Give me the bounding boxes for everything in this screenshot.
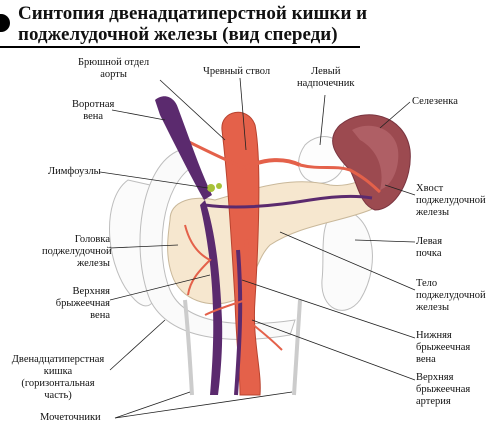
leader-lines (99, 77, 416, 419)
label-smv-line: Верхняя (72, 286, 110, 297)
spleen-highlight (352, 125, 399, 190)
portal-vein (155, 96, 212, 200)
label-left-kidney-line: Левая (416, 236, 443, 247)
splenic-vein (204, 194, 373, 209)
label-ureters: Мочеточники (40, 412, 101, 424)
duodenum (139, 149, 296, 340)
title-line-1: Синтопия двенадцатиперстной кишки и (18, 3, 368, 24)
label-left-adrenal-line: Левый (311, 66, 341, 77)
leader-celiac (239, 77, 247, 151)
label-left-kidney: Левая почка (416, 236, 442, 260)
label-spleen: Селезенка (412, 96, 458, 108)
leader-spleen (379, 101, 411, 129)
label-imv-line: Нижняя (416, 330, 452, 341)
label-abdominal-aorta-line: аорты (100, 69, 127, 80)
leader-body (279, 231, 416, 291)
superior-mesenteric-vein (200, 200, 223, 395)
leader-head (109, 244, 179, 249)
inferior-mesenteric-vein (234, 249, 243, 396)
label-duodenum-line: Двенадцатиперстная (11, 354, 105, 365)
label-pancreas-head-line: поджелудочной (42, 246, 112, 257)
label-sma-line: артерия (416, 396, 451, 407)
leader-sma (251, 319, 416, 381)
label-pancreas-body-line: железы (416, 302, 450, 313)
label-sma-line: брыжеечная (416, 384, 471, 395)
label-left-adrenal-line: надпочечник (297, 78, 355, 89)
label-imv-line: вена (416, 354, 436, 365)
label-pancreas-head-line: Головка (74, 234, 110, 245)
label-smv-line: вена (90, 310, 110, 321)
label-sma-line: Верхняя (416, 372, 454, 383)
label-portal-vein-line: вена (83, 111, 104, 122)
ureter-left (292, 299, 302, 396)
label-superior-mesenteric-artery: Верхняя брыжеечная артерия (416, 372, 470, 408)
label-pancreas-body-line: поджелудочной (416, 290, 486, 301)
leader-tail (384, 184, 416, 196)
label-pancreas-head-line: железы (76, 258, 110, 269)
label-duodenum-line: кишка (43, 366, 73, 377)
label-lymph-nodes-line: Лимфоузлы (48, 166, 101, 177)
sma-branch-1 (246, 319, 283, 351)
label-left-adrenal: Левый надпочечник (297, 66, 355, 90)
celiac-trunk (244, 158, 301, 170)
label-duodenum-line: часть) (44, 390, 72, 401)
left-kidney (321, 209, 373, 311)
label-pancreas-body-line: Тело (416, 278, 438, 289)
leader-duodenum (109, 319, 166, 371)
aorta (221, 111, 261, 396)
label-portal-vein-line: Воротная (72, 99, 115, 110)
superior-mesenteric-artery (244, 239, 250, 361)
label-lymph-nodes: Лимфоузлы (48, 166, 101, 178)
label-celiac-trunk-line: Чревный ствол (203, 66, 271, 77)
label-abdominal-aorta: Брюшной отдел аорты (78, 57, 149, 81)
sma-branch-2 (204, 299, 247, 316)
label-pancreas-head: Головка поджелудочной железы (42, 234, 112, 270)
lymph-node-1 (207, 184, 215, 192)
pancreaticoduodenal-artery (184, 224, 212, 296)
label-pancreas-tail: Хвост поджелудочной железы (416, 183, 486, 219)
leader-kidney (354, 239, 416, 243)
leader-portal (111, 109, 166, 121)
label-ureters-line: Мочеточники (40, 412, 101, 423)
leader-adrenal (319, 94, 326, 146)
label-left-kidney-line: почка (416, 248, 442, 259)
leader-smv (109, 274, 211, 301)
label-abdominal-aorta-line: Брюшной отдел (78, 57, 150, 68)
leader-ureter-2 (114, 391, 293, 419)
title-block: Синтопия двенадцатиперстной кишки и подж… (0, 0, 492, 50)
label-portal-vein: Воротная вена (72, 99, 114, 123)
label-duodenum: Двенадцатиперстная кишка (горизонтальная… (4, 354, 112, 402)
label-celiac-trunk: Чревный ствол (203, 66, 270, 78)
label-pancreas-tail-line: поджелудочной (416, 195, 486, 206)
lymph-node-2 (216, 183, 222, 189)
leader-lymph (99, 171, 209, 189)
label-superior-mesenteric-vein: Верхняя брыжеечная вена (42, 286, 110, 322)
ureter-right (183, 299, 194, 396)
title-line-2: поджелудочной железы (вид спереди) (18, 24, 338, 45)
label-smv-line: брыжеечная (55, 298, 110, 309)
leader-ureter-1 (114, 391, 191, 419)
label-inferior-mesenteric-vein: Нижняя брыжеечная вена (416, 330, 470, 366)
leader-aorta (159, 79, 226, 141)
label-pancreas-tail-line: Хвост (416, 183, 444, 194)
label-duodenum-line: (горизонтальная (21, 378, 95, 389)
leader-imv (241, 279, 416, 339)
splenic-artery (299, 163, 381, 194)
label-pancreas-tail-line: железы (416, 207, 450, 218)
label-pancreas-body: Тело поджелудочной железы (416, 278, 486, 314)
label-imv-line: брыжеечная (416, 342, 471, 353)
title-bullet (0, 14, 10, 32)
label-spleen-line: Селезенка (412, 96, 458, 107)
title-underline (0, 46, 360, 48)
